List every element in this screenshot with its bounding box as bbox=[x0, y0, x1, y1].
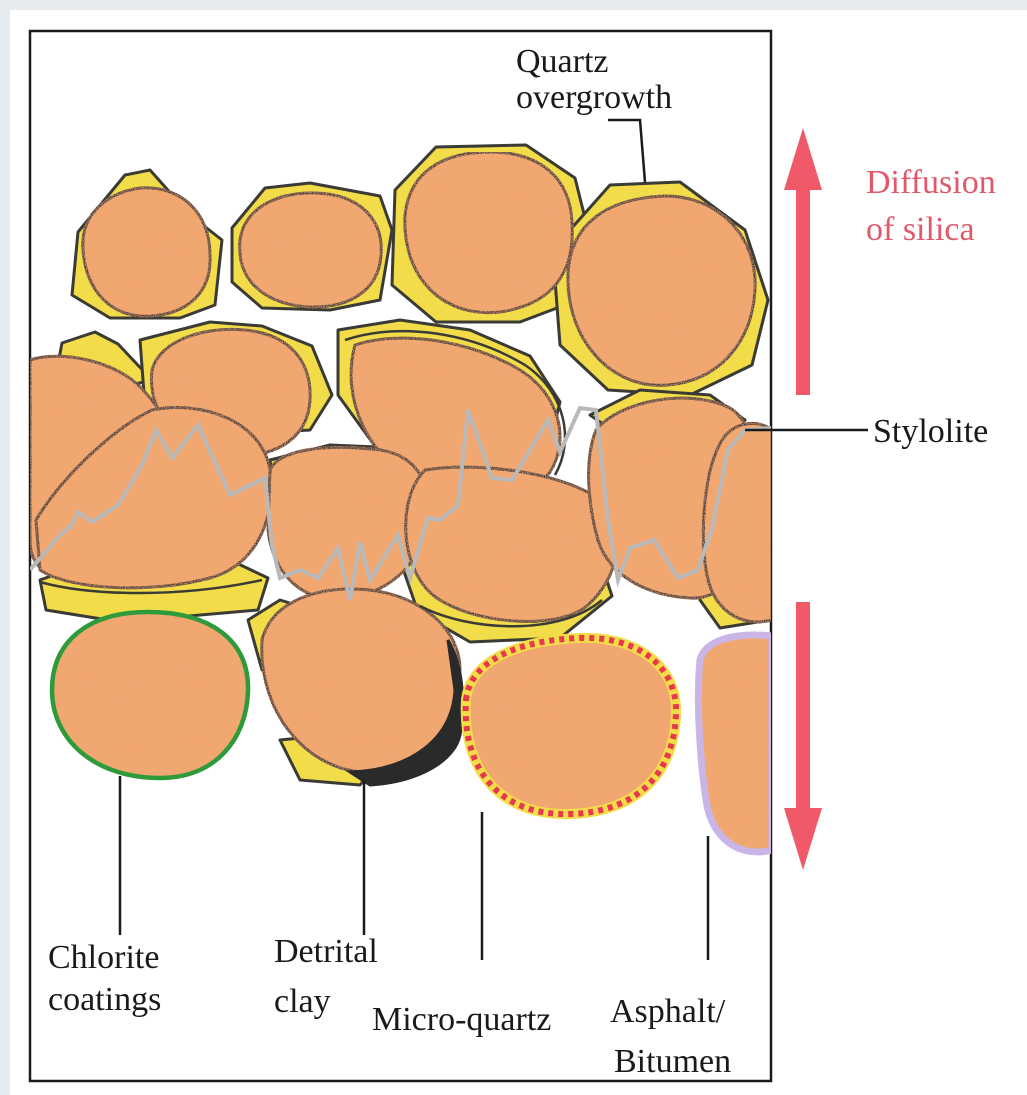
label-quartz-line2: overgrowth bbox=[516, 79, 672, 116]
label-diffusion-line2: of silica bbox=[866, 211, 975, 248]
label-diffusion-line1: Diffusion bbox=[866, 164, 996, 201]
arrow-down-head bbox=[784, 808, 822, 870]
arrow-up-head bbox=[784, 128, 822, 190]
grain-field bbox=[30, 145, 772, 852]
label-chlorite-line1: Chlorite bbox=[48, 939, 159, 976]
diffusion-arrows bbox=[784, 128, 822, 870]
label-detrital-line2: clay bbox=[274, 983, 331, 1020]
label-asphalt-line1: Asphalt/ bbox=[610, 993, 726, 1030]
label-asphalt-line2: Bitumen bbox=[614, 1043, 731, 1080]
label-stylolite: Stylolite bbox=[873, 413, 988, 450]
label-detrital-line1: Detrital bbox=[274, 933, 378, 970]
label-micro-quartz: Micro-quartz bbox=[372, 1001, 551, 1038]
arrow-up-shaft bbox=[796, 180, 810, 395]
arrow-down-shaft bbox=[796, 602, 810, 817]
label-quartz-line1: Quartz bbox=[516, 43, 609, 80]
label-chlorite-line2: coatings bbox=[48, 981, 161, 1018]
